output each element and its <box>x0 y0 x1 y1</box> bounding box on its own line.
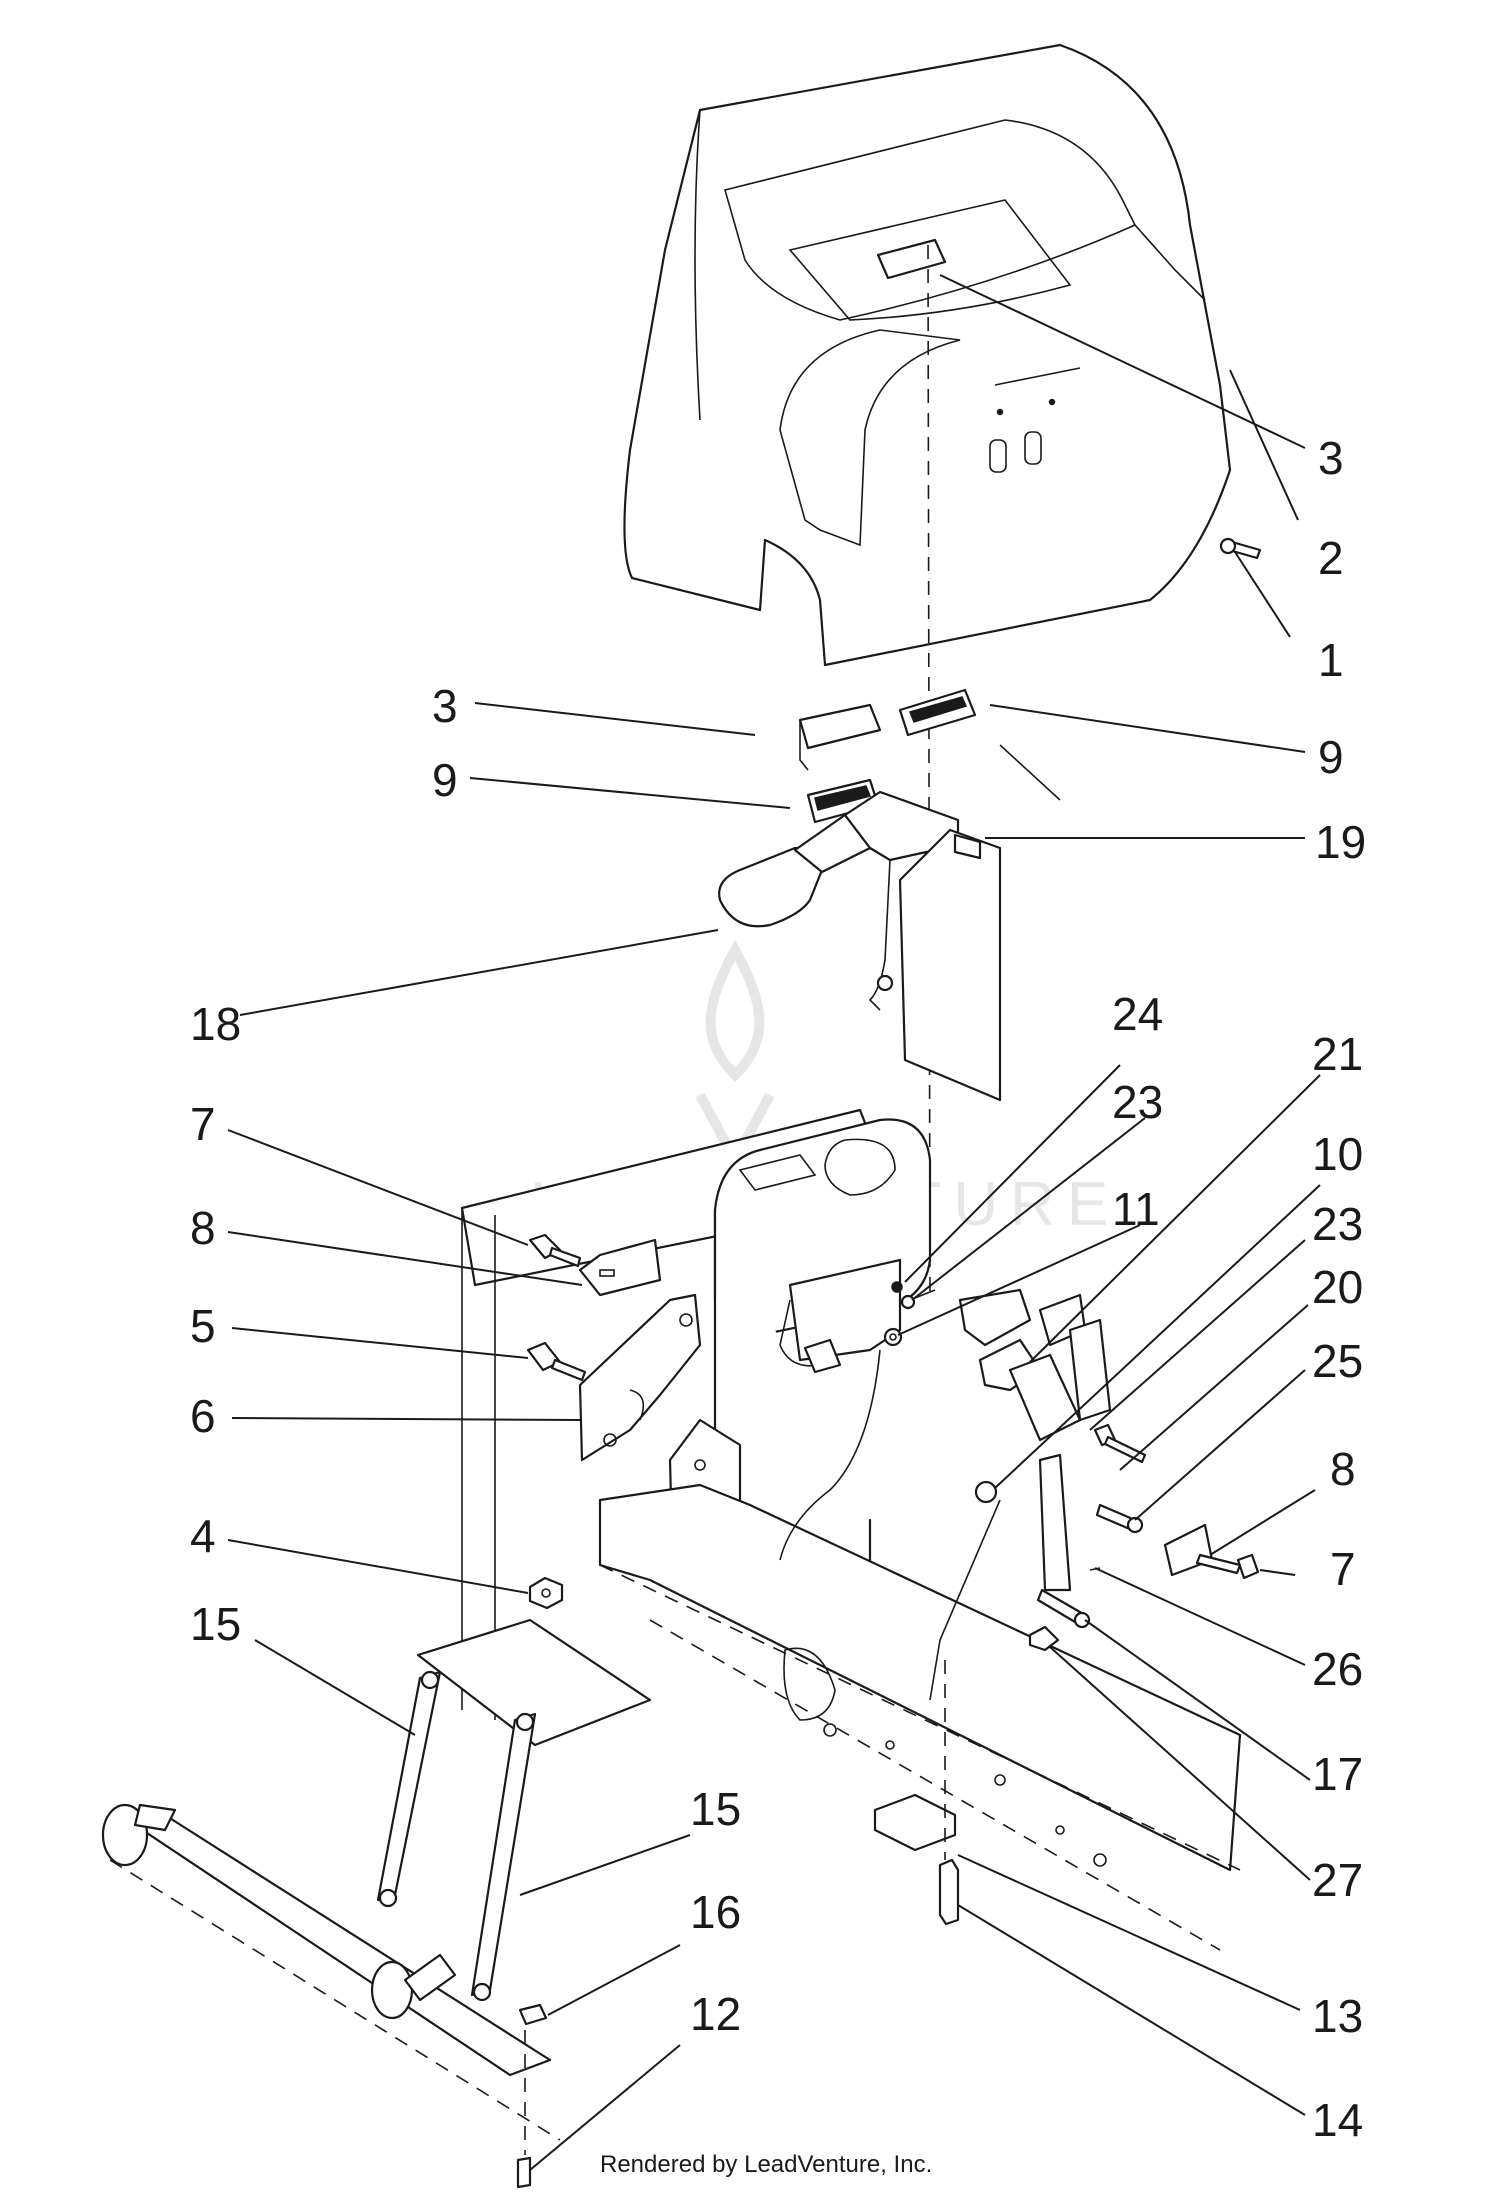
callout-13: 13 <box>1312 1990 1363 2042</box>
callout-14: 14 <box>1312 2094 1363 2146</box>
callout-11: 11 <box>1112 1183 1160 1235</box>
callout-10: 10 <box>1312 1128 1363 1180</box>
callout-8-right: 8 <box>1330 1443 1356 1495</box>
nut-4 <box>528 1576 564 1610</box>
callout-3-left: 3 <box>432 680 458 732</box>
callout-9-right: 9 <box>1318 731 1344 783</box>
callout-17: 17 <box>1312 1748 1363 1800</box>
left-bracket <box>578 1238 702 1462</box>
callout-3-top: 3 <box>1318 432 1344 484</box>
callout-9-left: 9 <box>432 754 458 806</box>
linkage-assembly <box>779 1288 1112 1701</box>
links-and-shaft <box>101 1670 561 2189</box>
callout-21: 21 <box>1312 1028 1363 1080</box>
callout-1: 1 <box>1318 634 1344 686</box>
fasteners-top <box>883 1281 936 1347</box>
fasteners-right <box>1028 1423 1260 1652</box>
lower-brackets <box>798 688 1061 824</box>
screw <box>1219 537 1262 560</box>
frame-rail <box>598 1483 1242 1951</box>
callout-18: 18 <box>190 998 241 1050</box>
callout-7-left: 7 <box>190 1098 216 1150</box>
callout-23-upper: 23 <box>1112 1076 1163 1128</box>
callout-19: 19 <box>1315 816 1366 868</box>
bolt-5 <box>526 1341 587 1382</box>
callout-4: 4 <box>190 1510 216 1562</box>
callout-20: 20 <box>1312 1261 1363 1313</box>
callout-15-right: 15 <box>690 1783 741 1835</box>
leader-lines <box>227 274 1321 2171</box>
callout-8-left: 8 <box>190 1202 216 1254</box>
callout-26: 26 <box>1312 1643 1363 1695</box>
bolt-7-left <box>528 1233 582 1268</box>
callout-15-left: 15 <box>190 1598 241 1650</box>
callout-25: 25 <box>1312 1335 1363 1387</box>
callout-12: 12 <box>690 1988 741 2040</box>
brake-lever <box>718 790 1002 1102</box>
callout-6: 6 <box>190 1390 216 1442</box>
lower-block <box>873 1660 960 1926</box>
watermark-flame-icon <box>695 939 775 1171</box>
callout-2: 2 <box>1318 532 1344 584</box>
callout-labels: 3 2 1 3 9 9 19 18 24 21 23 10 7 11 23 8 … <box>190 432 1366 2146</box>
callout-16: 16 <box>690 1886 741 1938</box>
render-credit: Rendered by LeadVenture, Inc. <box>600 2151 932 2178</box>
callout-23-lower: 23 <box>1312 1198 1363 1250</box>
callout-27: 27 <box>1312 1854 1363 1906</box>
console-cover <box>623 43 1232 667</box>
callout-24: 24 <box>1112 988 1163 1040</box>
callout-5: 5 <box>190 1300 216 1352</box>
callout-7-right: 7 <box>1330 1543 1356 1595</box>
